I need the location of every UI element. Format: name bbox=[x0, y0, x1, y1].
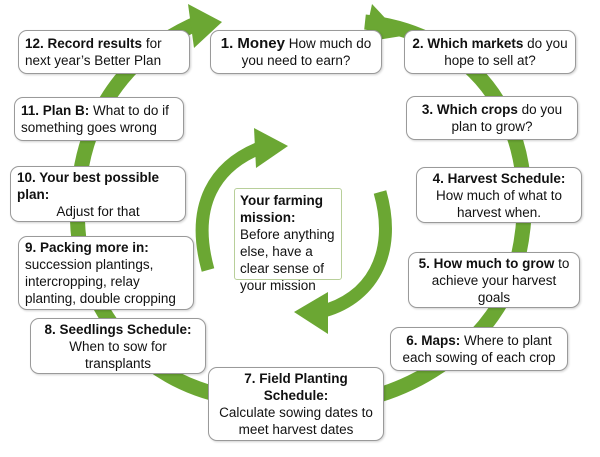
step-3-heading: 3. Which crops bbox=[421, 102, 518, 117]
inner-arrowhead-top bbox=[254, 128, 288, 168]
farming-mission-box: Your farming mission: Before anything el… bbox=[234, 188, 342, 293]
step-10-heading: 10. Your best possible plan: bbox=[17, 169, 160, 202]
step-4-harvest-schedule: 4. Harvest Schedule: How much of what to… bbox=[416, 167, 582, 223]
step-1-heading: 1. Money bbox=[220, 35, 285, 52]
step-8-heading: 8. Seedlings Schedule: bbox=[44, 321, 192, 337]
step-5-how-much-to-grow: 5. How much to grow to achieve your harv… bbox=[408, 252, 580, 308]
outer-arrowhead-left bbox=[188, 4, 222, 48]
step-9-packing-more-in: 9. Packing more in: succession plantings… bbox=[18, 236, 194, 310]
step-7-heading: 7. Field Planting Schedule: bbox=[244, 371, 348, 403]
step-5-heading: 5. How much to grow bbox=[418, 255, 555, 271]
step-4-heading: 4. Harvest Schedule: bbox=[432, 170, 566, 186]
step-6-text: Where to plant each sowing of each crop bbox=[402, 333, 556, 365]
step-10-best-possible-plan: 10. Your best possible plan: Adjust for … bbox=[10, 166, 186, 222]
step-12-record-results: 12. Record results for next year’s Bette… bbox=[18, 30, 190, 74]
step-8-seedlings-schedule: 8. Seedlings Schedule: When to sow for t… bbox=[30, 318, 206, 374]
step-1-money: 1. Money How much do you need to earn? bbox=[210, 30, 382, 74]
step-2-heading: 2. Which markets bbox=[412, 36, 524, 51]
step-2-markets: 2. Which markets do you hope to sell at? bbox=[404, 30, 576, 74]
step-11-plan-b: 11. Plan B: What to do if something goes… bbox=[14, 97, 184, 141]
step-2-text: do you hope to sell at? bbox=[444, 36, 568, 68]
inner-cycle-arrow-bottom bbox=[318, 190, 392, 319]
step-8-text: When to sow for transplants bbox=[69, 338, 167, 371]
step-11-text: What to do if something goes wrong bbox=[21, 103, 169, 135]
step-7-text: Calculate sowing dates to meet harvest d… bbox=[219, 405, 373, 437]
inner-cycle-arrow-top bbox=[195, 140, 265, 272]
step-6-maps: 6. Maps: Where to plant each sowing of e… bbox=[390, 327, 568, 371]
step-1-text: How much do you need to earn? bbox=[241, 36, 372, 68]
mission-text: Before anything else, have a clear sense… bbox=[240, 227, 335, 293]
step-12-heading: 12. Record results bbox=[25, 36, 143, 51]
step-6-heading: 6. Maps: bbox=[406, 333, 461, 348]
step-5-text: to achieve your harvest goals bbox=[431, 255, 570, 305]
step-10-text: Adjust for that bbox=[56, 203, 140, 219]
step-4-text: How much of what to harvest when. bbox=[435, 187, 563, 220]
mission-heading: Your farming mission: bbox=[240, 193, 324, 225]
step-9-heading: 9. Packing more in: bbox=[25, 240, 149, 255]
step-12-text: for next year’s Better Plan bbox=[25, 36, 162, 68]
step-3-crops: 3. Which crops do you plan to grow? bbox=[406, 96, 578, 140]
step-3-text: do you plan to grow? bbox=[451, 102, 563, 134]
inner-arrowhead-bottom bbox=[294, 292, 328, 334]
step-11-heading: 11. Plan B: bbox=[21, 103, 90, 118]
step-9-text: succession plantings, intercropping, rel… bbox=[25, 257, 176, 306]
step-7-field-planting-schedule: 7. Field Planting Schedule: Calculate so… bbox=[208, 367, 384, 441]
